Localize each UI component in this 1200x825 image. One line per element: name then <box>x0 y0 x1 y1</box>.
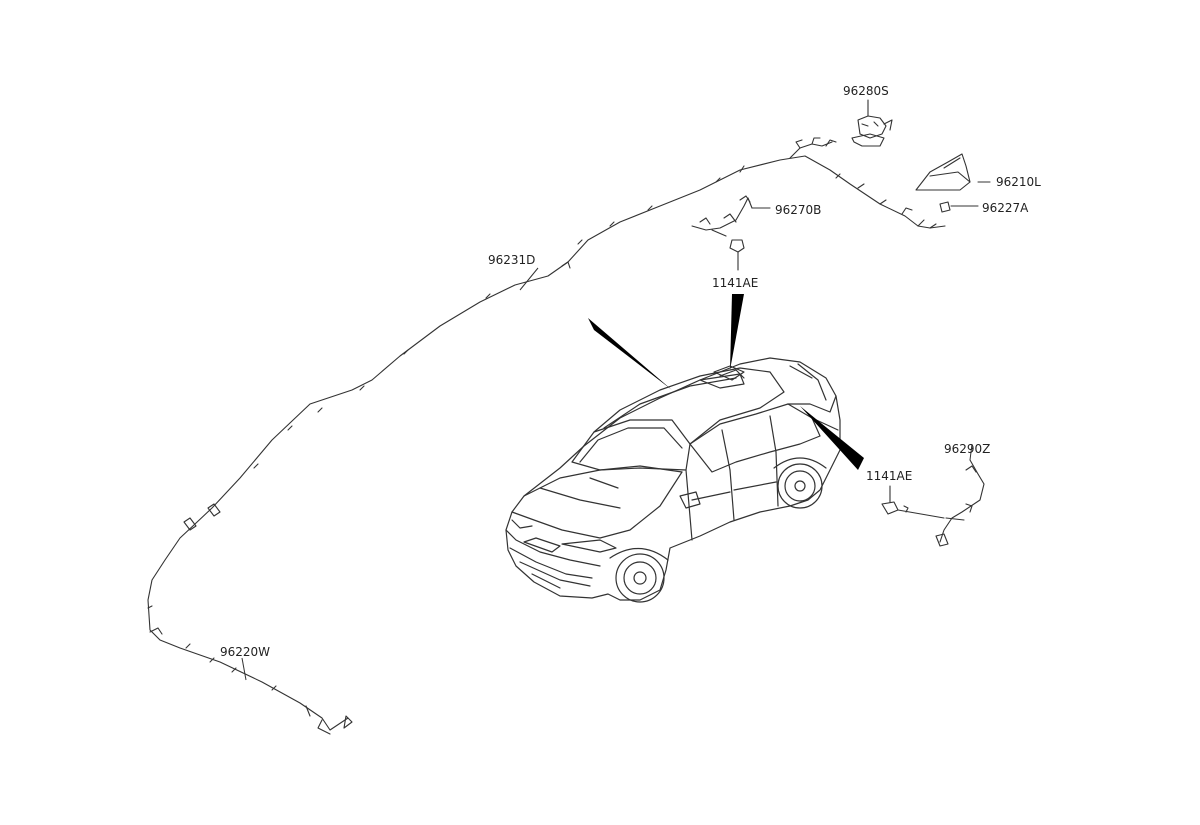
part-96227A-nut <box>939 201 979 213</box>
label-96231D: 96231D <box>488 253 536 267</box>
part-1141AE-grommet-top <box>729 239 745 271</box>
car-illustration <box>505 357 841 603</box>
part-1141AE-grommet-right <box>881 485 945 519</box>
pointer-wedge-top <box>730 294 744 370</box>
part-96280S-module <box>851 99 893 147</box>
label-96270B: 96270B <box>775 203 822 217</box>
label-96220W: 96220W <box>220 645 271 659</box>
label-1141AE-top: 1141AE <box>712 276 759 290</box>
leader-lines <box>241 267 973 681</box>
pointer-wedge-left <box>588 318 672 390</box>
part-96290Z-cable <box>935 459 985 547</box>
label-96290Z: 96290Z <box>944 442 991 456</box>
pointer-wedges <box>588 294 864 470</box>
part-96210L-shark-fin <box>915 153 991 191</box>
label-96227A: 96227A <box>982 201 1029 215</box>
part-96270B-cable <box>691 195 771 237</box>
pointer-wedge-right <box>800 406 864 470</box>
label-96280S: 96280S <box>843 84 889 98</box>
label-1141AE-right: 1141AE <box>866 469 913 483</box>
main-antenna-harness <box>147 137 946 735</box>
label-96210L: 96210L <box>996 175 1041 189</box>
